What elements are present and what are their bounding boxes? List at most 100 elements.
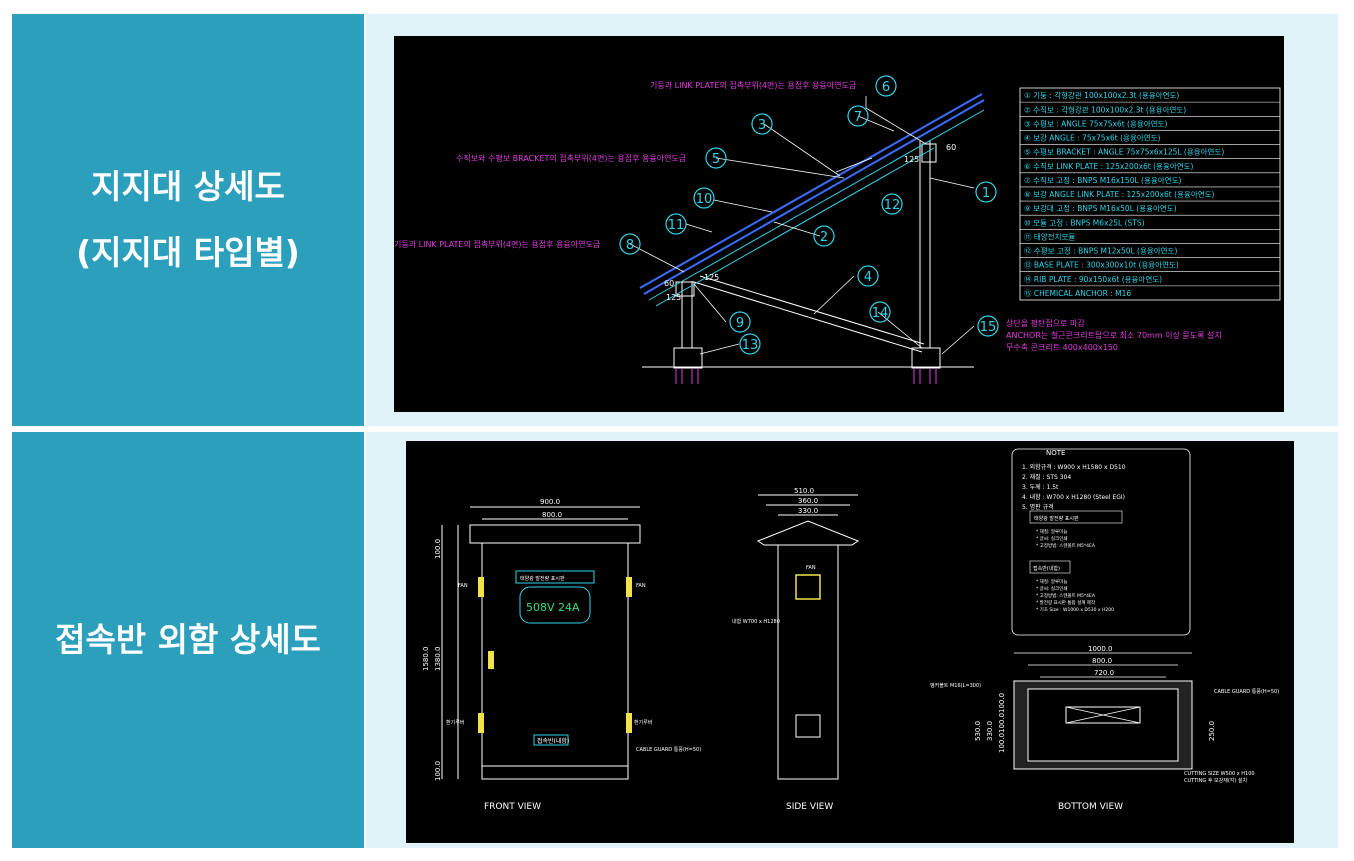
callout-9: 9 xyxy=(736,316,744,331)
callout-13: 13 xyxy=(742,338,759,353)
callout-15: 15 xyxy=(980,320,997,335)
legend-row: ③ 수평보 : ANGLE 75x75x6t (용융아연도) xyxy=(1024,118,1167,128)
dim-60-left: 60 xyxy=(664,279,674,288)
legend-row: ① 기둥 : 각형강관 100x100x2.3t (용융아연도) xyxy=(1024,90,1179,100)
front-dim-h-top: 100.0 xyxy=(434,539,442,559)
note-item: 4. 내함 : W700 x H1280 (Steel EGI) xyxy=(1022,493,1125,501)
bottom-dim2: 800.0 xyxy=(1092,657,1112,665)
callout-1: 1 xyxy=(982,186,990,201)
section-title-line: 접속반 외함 상세도 xyxy=(55,620,321,659)
legend-row: ⑦ 수직보 고정 : BNPS M16x150L (용융아연도) xyxy=(1024,175,1181,185)
callout-4: 4 xyxy=(864,270,872,285)
legend-row: ⑩ 모듈 고정 : BNPS M6x25L (STS) xyxy=(1024,217,1145,227)
bottom-dim-l4: 100.0 xyxy=(998,713,1006,733)
note-item: 2. 재질 : STS 304 xyxy=(1022,473,1071,481)
note-box2-title: 접속반(내함) xyxy=(1033,565,1060,572)
note-box2-item: * 고정방법: 스텐볼트 M5*4EA xyxy=(1036,592,1096,599)
callout-8: 8 xyxy=(626,238,634,253)
section-label-cell: 지지대 상세도 (지지대 타입별) xyxy=(12,14,364,426)
front-fan-right: FAN xyxy=(636,583,646,589)
front-dim-w2: 800.0 xyxy=(542,511,562,519)
bottom-dim1: 1000.0 xyxy=(1088,645,1113,653)
legend-row: ⑥ 수직보 LINK PLATE : 125x200x6t (용융아연도) xyxy=(1024,161,1194,171)
front-louver-right: 환기루버 xyxy=(634,719,652,726)
note-top: 기둥과 LINK PLATE의 접촉부위(4면)는 용접후 용융아연도금 xyxy=(650,80,856,90)
note-box1-title: 태양광 발전량 표시판 xyxy=(1034,515,1079,522)
bottom-dim-l1: 530.0 xyxy=(974,721,982,741)
note-bottom-2: ANCHOR는 철근콘크리트탑으로 최소 70mm 이상 묻도록 설치 xyxy=(1006,330,1222,340)
dim-125-left: 125 xyxy=(666,293,681,302)
support-structure-svg: 6 7 3 5 1 2 10 12 11 8 4 9 14 15 13 xyxy=(394,75,1281,384)
enclosure-svg: 508V 24A 900.0 800.0 태양광 발전량 표시판 접속반(내함)… xyxy=(422,448,1279,812)
note-item: 1. 외함규격 : W900 x H1580 x D510 xyxy=(1022,463,1126,471)
bottom-label-left: 앵커볼트 M16(L=300) xyxy=(930,682,981,689)
drawing-cell: 508V 24A 900.0 800.0 태양광 발전량 표시판 접속반(내함)… xyxy=(366,432,1338,848)
front-cable: CABLE GUARD 통풍(H=50) xyxy=(636,747,701,753)
bottom-cutting-1: CUTTING SIZE W500 x H100 xyxy=(1184,771,1255,777)
callout-10: 10 xyxy=(696,192,713,207)
legend-row: ② 수직보 : 각형강관 100x100x2.3t (용융아연도) xyxy=(1024,104,1186,114)
dim-60-top: 60 xyxy=(946,143,956,152)
legend-row: ⑪ 태양전지모듈 xyxy=(1024,231,1075,241)
bottom-cutting-2: CUTTING 후 보강재(각) 설치 xyxy=(1184,777,1247,784)
dim-125-top: 125 xyxy=(904,155,919,164)
drawing-cell: 6 7 3 5 1 2 10 12 11 8 4 9 14 15 13 xyxy=(366,14,1338,426)
note-box1-item: * 고정방법: 스텐볼트 M5*4EA xyxy=(1036,542,1096,549)
note-box2-item: * 발전량 표시판 통합 설계 제작 xyxy=(1036,599,1095,606)
note-bottom-1: 상단을 평탄접으로 마감 xyxy=(1006,318,1085,328)
callout-14: 14 xyxy=(872,306,889,321)
legend-row: ⑬ BASE PLATE : 300x300x10t (용융아연도) xyxy=(1024,260,1179,270)
front-dim-h-total: 1580.0 xyxy=(422,647,430,672)
front-view: 508V 24A 900.0 800.0 태양광 발전량 표시판 접속반(내함)… xyxy=(422,498,701,812)
section-subtitle-line: (지지대 타입별) xyxy=(76,233,300,272)
bottom-dim-l2: 330.0 xyxy=(986,721,994,741)
legend-row: ⑨ 보강대 고정 : BNPS M16x50L (용융아연도) xyxy=(1024,203,1177,213)
note-box1-item: * 글씨: 실크인쇄 xyxy=(1036,535,1067,542)
front-plate: 접속반(내함) xyxy=(537,737,569,745)
bottom-view-label: BOTTOM VIEW xyxy=(1058,802,1123,812)
legend-row: ⑭ RIB PLATE : 90x150x6t (용융아연도) xyxy=(1024,274,1162,284)
note-bottom-3: 무수축 콘크리트 400x400x150 xyxy=(1006,343,1118,352)
legend-row: ⑧ 보강 ANGLE LINK PLATE : 125x200x6t (용융아연… xyxy=(1024,189,1215,199)
front-fan-left: FAN xyxy=(458,583,468,589)
callout-5: 5 xyxy=(712,152,720,167)
callout-2: 2 xyxy=(820,230,828,245)
note-box1-item: * 재질: 알루미늄 xyxy=(1036,528,1067,535)
legend-row: ⑮ CHEMICAL ANCHOR : M16 xyxy=(1024,289,1131,298)
dim-125-mid: 125 xyxy=(704,273,719,282)
callout-3: 3 xyxy=(758,118,766,133)
front-view-label: FRONT VIEW xyxy=(484,802,541,812)
side-note: 내함 W700 x H1280 xyxy=(732,618,780,625)
module-line xyxy=(639,93,983,289)
legend-row: ⑤ 수평보 BRACKET : ANGLE 75x75x6x125L (용융아연… xyxy=(1024,147,1224,157)
note-mid: 수직보와 수평보 BRACKET의 접촉부위(4면)는 용접후 용융아연도금 xyxy=(456,153,686,163)
side-dim2: 360.0 xyxy=(798,497,818,505)
bottom-dim3: 720.0 xyxy=(1094,669,1114,677)
callout-7: 7 xyxy=(854,110,862,125)
section-enclosure-detail: 접속반 외함 상세도 xyxy=(12,432,1338,848)
foundation-right xyxy=(911,347,941,369)
bottom-dim-l5: 100.0 xyxy=(998,733,1006,753)
side-dim1: 510.0 xyxy=(794,487,814,495)
bottom-dim-r: 250.0 xyxy=(1208,721,1216,741)
legend-table: ① 기둥 : 각형강관 100x100x2.3t (용융아연도) ② 수직보 : … xyxy=(1019,87,1281,301)
callout-6: 6 xyxy=(882,80,890,95)
side-view-label: SIDE VIEW xyxy=(786,802,833,812)
note-item: 5. 명판 규격 xyxy=(1022,503,1054,511)
callout-12: 12 xyxy=(884,198,901,213)
enclosure-drawing: 508V 24A 900.0 800.0 태양광 발전량 표시판 접속반(내함)… xyxy=(406,441,1294,843)
side-dim3: 330.0 xyxy=(798,507,818,515)
bottom-dim-l3: 100.0 xyxy=(998,693,1006,713)
bottom-view: 1000.0 800.0 720.0 앵커볼트 M16(L=300) CABLE… xyxy=(930,645,1279,812)
note-box2-item: * 기초 Size : W1000 x D530 x H200 xyxy=(1036,606,1114,613)
legend-row: ④ 보강 ANGLE : 75x75x6t (용융아연도) xyxy=(1024,133,1161,143)
support-structure-drawing: 6 7 3 5 1 2 10 12 11 8 4 9 14 15 13 xyxy=(394,36,1284,412)
front-louver-left: 환기루버 xyxy=(446,719,464,726)
legend-row: ⑫ 수평보 고정 : BNPS M12x50L (용융아연도) xyxy=(1024,246,1177,256)
brace xyxy=(693,281,923,353)
section-label-cell: 접속반 외함 상세도 xyxy=(12,432,364,848)
note-box2-item: * 글씨: 실크인쇄 xyxy=(1036,585,1067,592)
side-fan: FAN xyxy=(806,565,816,571)
callout-11: 11 xyxy=(668,218,685,233)
